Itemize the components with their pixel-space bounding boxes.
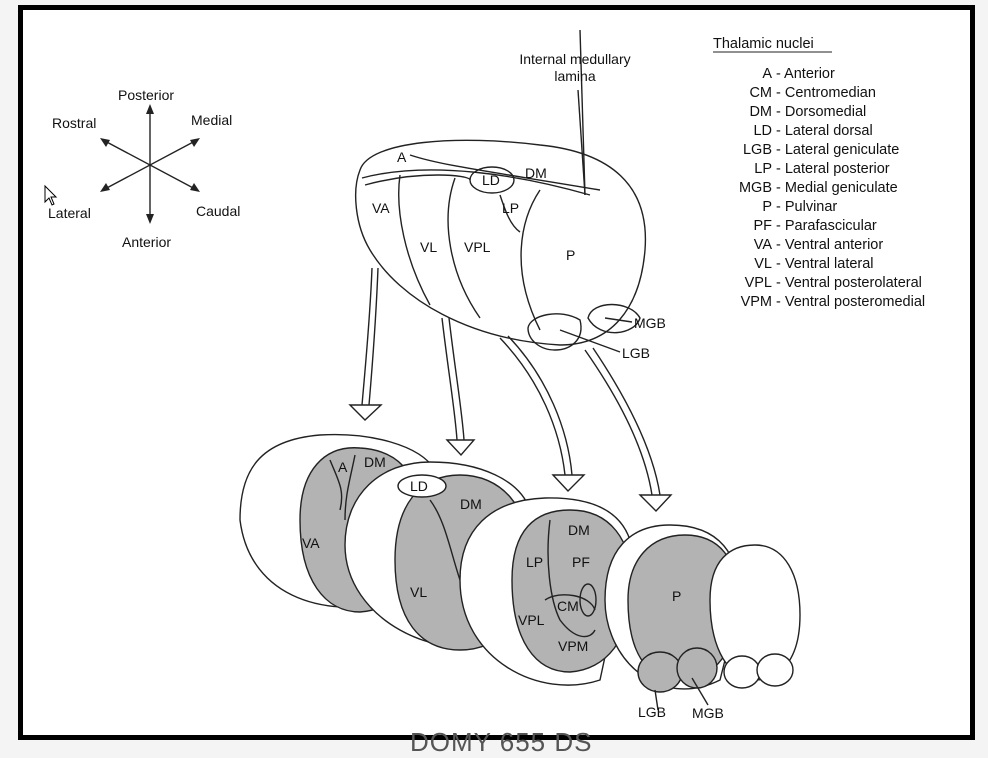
legend-name: - Parafascicular: [776, 218, 877, 234]
label-caudal: Caudal: [196, 203, 240, 219]
legend-name: - Lateral posterior: [776, 161, 890, 177]
legend-name: - Medial geniculate: [776, 180, 898, 196]
nucleus-label: CM: [557, 598, 579, 614]
nucleus-label: VL: [410, 584, 427, 600]
nucleus-label: LGB: [638, 704, 666, 720]
legend-name: - Dorsomedial: [776, 104, 866, 120]
nucleus-label: VL: [420, 239, 437, 255]
legend-abbr: A: [762, 66, 772, 82]
nucleus-label: A: [338, 459, 348, 475]
nucleus-label: VPL: [518, 612, 545, 628]
legend-abbr: VPL: [745, 275, 772, 291]
slice-vpl: [459, 497, 633, 686]
legend-abbr: P: [762, 199, 772, 215]
label-anterior: Anterior: [122, 234, 171, 250]
nucleus-label: PF: [572, 554, 590, 570]
nucleus-label: LP: [526, 554, 543, 570]
legend-abbr: LD: [753, 123, 772, 139]
nucleus-label: A: [397, 149, 407, 165]
orientation-compass: [102, 108, 198, 220]
nucleus-label: MGB: [692, 705, 724, 721]
label-rostral: Rostral: [52, 115, 96, 131]
legend-name: - Lateral dorsal: [776, 123, 873, 139]
label-posterior: Posterior: [118, 87, 174, 103]
legend-name: - Ventral lateral: [776, 256, 874, 272]
legend-abbr: LGB: [743, 142, 772, 158]
legend-title: Thalamic nuclei: [713, 36, 814, 52]
legend-name: - Lateral geniculate: [776, 142, 899, 158]
nucleus-label: LD: [482, 172, 500, 188]
legend-abbr: CM: [749, 85, 772, 101]
legend-name: - Ventral posteromedial: [776, 294, 925, 310]
legend-name: - Ventral anterior: [776, 237, 883, 253]
legend-abbr: MGB: [739, 180, 772, 196]
nucleus-label: LD: [410, 478, 428, 494]
legend-name: - Anterior: [776, 66, 835, 82]
label-lateral: Lateral: [48, 205, 91, 221]
legend-abbr: VPM: [741, 294, 772, 310]
top-labels: A LD DM VA LP VL VPL P MGB LGB: [372, 149, 666, 361]
lamina-label-line1: Internal medullary: [519, 51, 630, 67]
legend-abbr: LP: [754, 161, 772, 177]
legend-abbr: PF: [753, 218, 772, 234]
legend-abbr: VA: [754, 237, 773, 253]
nucleus-label: DM: [525, 165, 547, 181]
legend-abbr: VL: [754, 256, 772, 272]
nucleus-label: DM: [460, 496, 482, 512]
nucleus-label: VA: [302, 535, 320, 551]
slice-labels: A DM VA LD DM VL DM LP PF CM VPL VPM P L…: [302, 454, 724, 721]
legend-name: - Centromedian: [776, 85, 876, 101]
slice-pulvinar: [604, 524, 801, 711]
move-cursor-icon: [44, 184, 58, 206]
legend-name: - Pulvinar: [776, 199, 837, 215]
nucleus-label: P: [672, 588, 681, 604]
nucleus-label: VPM: [558, 638, 588, 654]
nucleus-label: LP: [502, 200, 519, 216]
nucleus-label: LGB: [622, 345, 650, 361]
nucleus-label: VPL: [464, 239, 491, 255]
lamina-label-line2: lamina: [554, 68, 595, 84]
nucleus-label: DM: [568, 522, 590, 538]
legend-abbr: DM: [749, 104, 772, 120]
nucleus-label: VA: [372, 200, 390, 216]
slice-arrows: [348, 267, 673, 513]
thalamus-overview: [355, 29, 647, 353]
label-medial: Medial: [191, 112, 232, 128]
nucleus-label: DM: [364, 454, 386, 470]
nucleus-label: MGB: [634, 315, 666, 331]
legend-name: - Ventral posterolateral: [776, 275, 922, 291]
nucleus-label: P: [566, 247, 575, 263]
